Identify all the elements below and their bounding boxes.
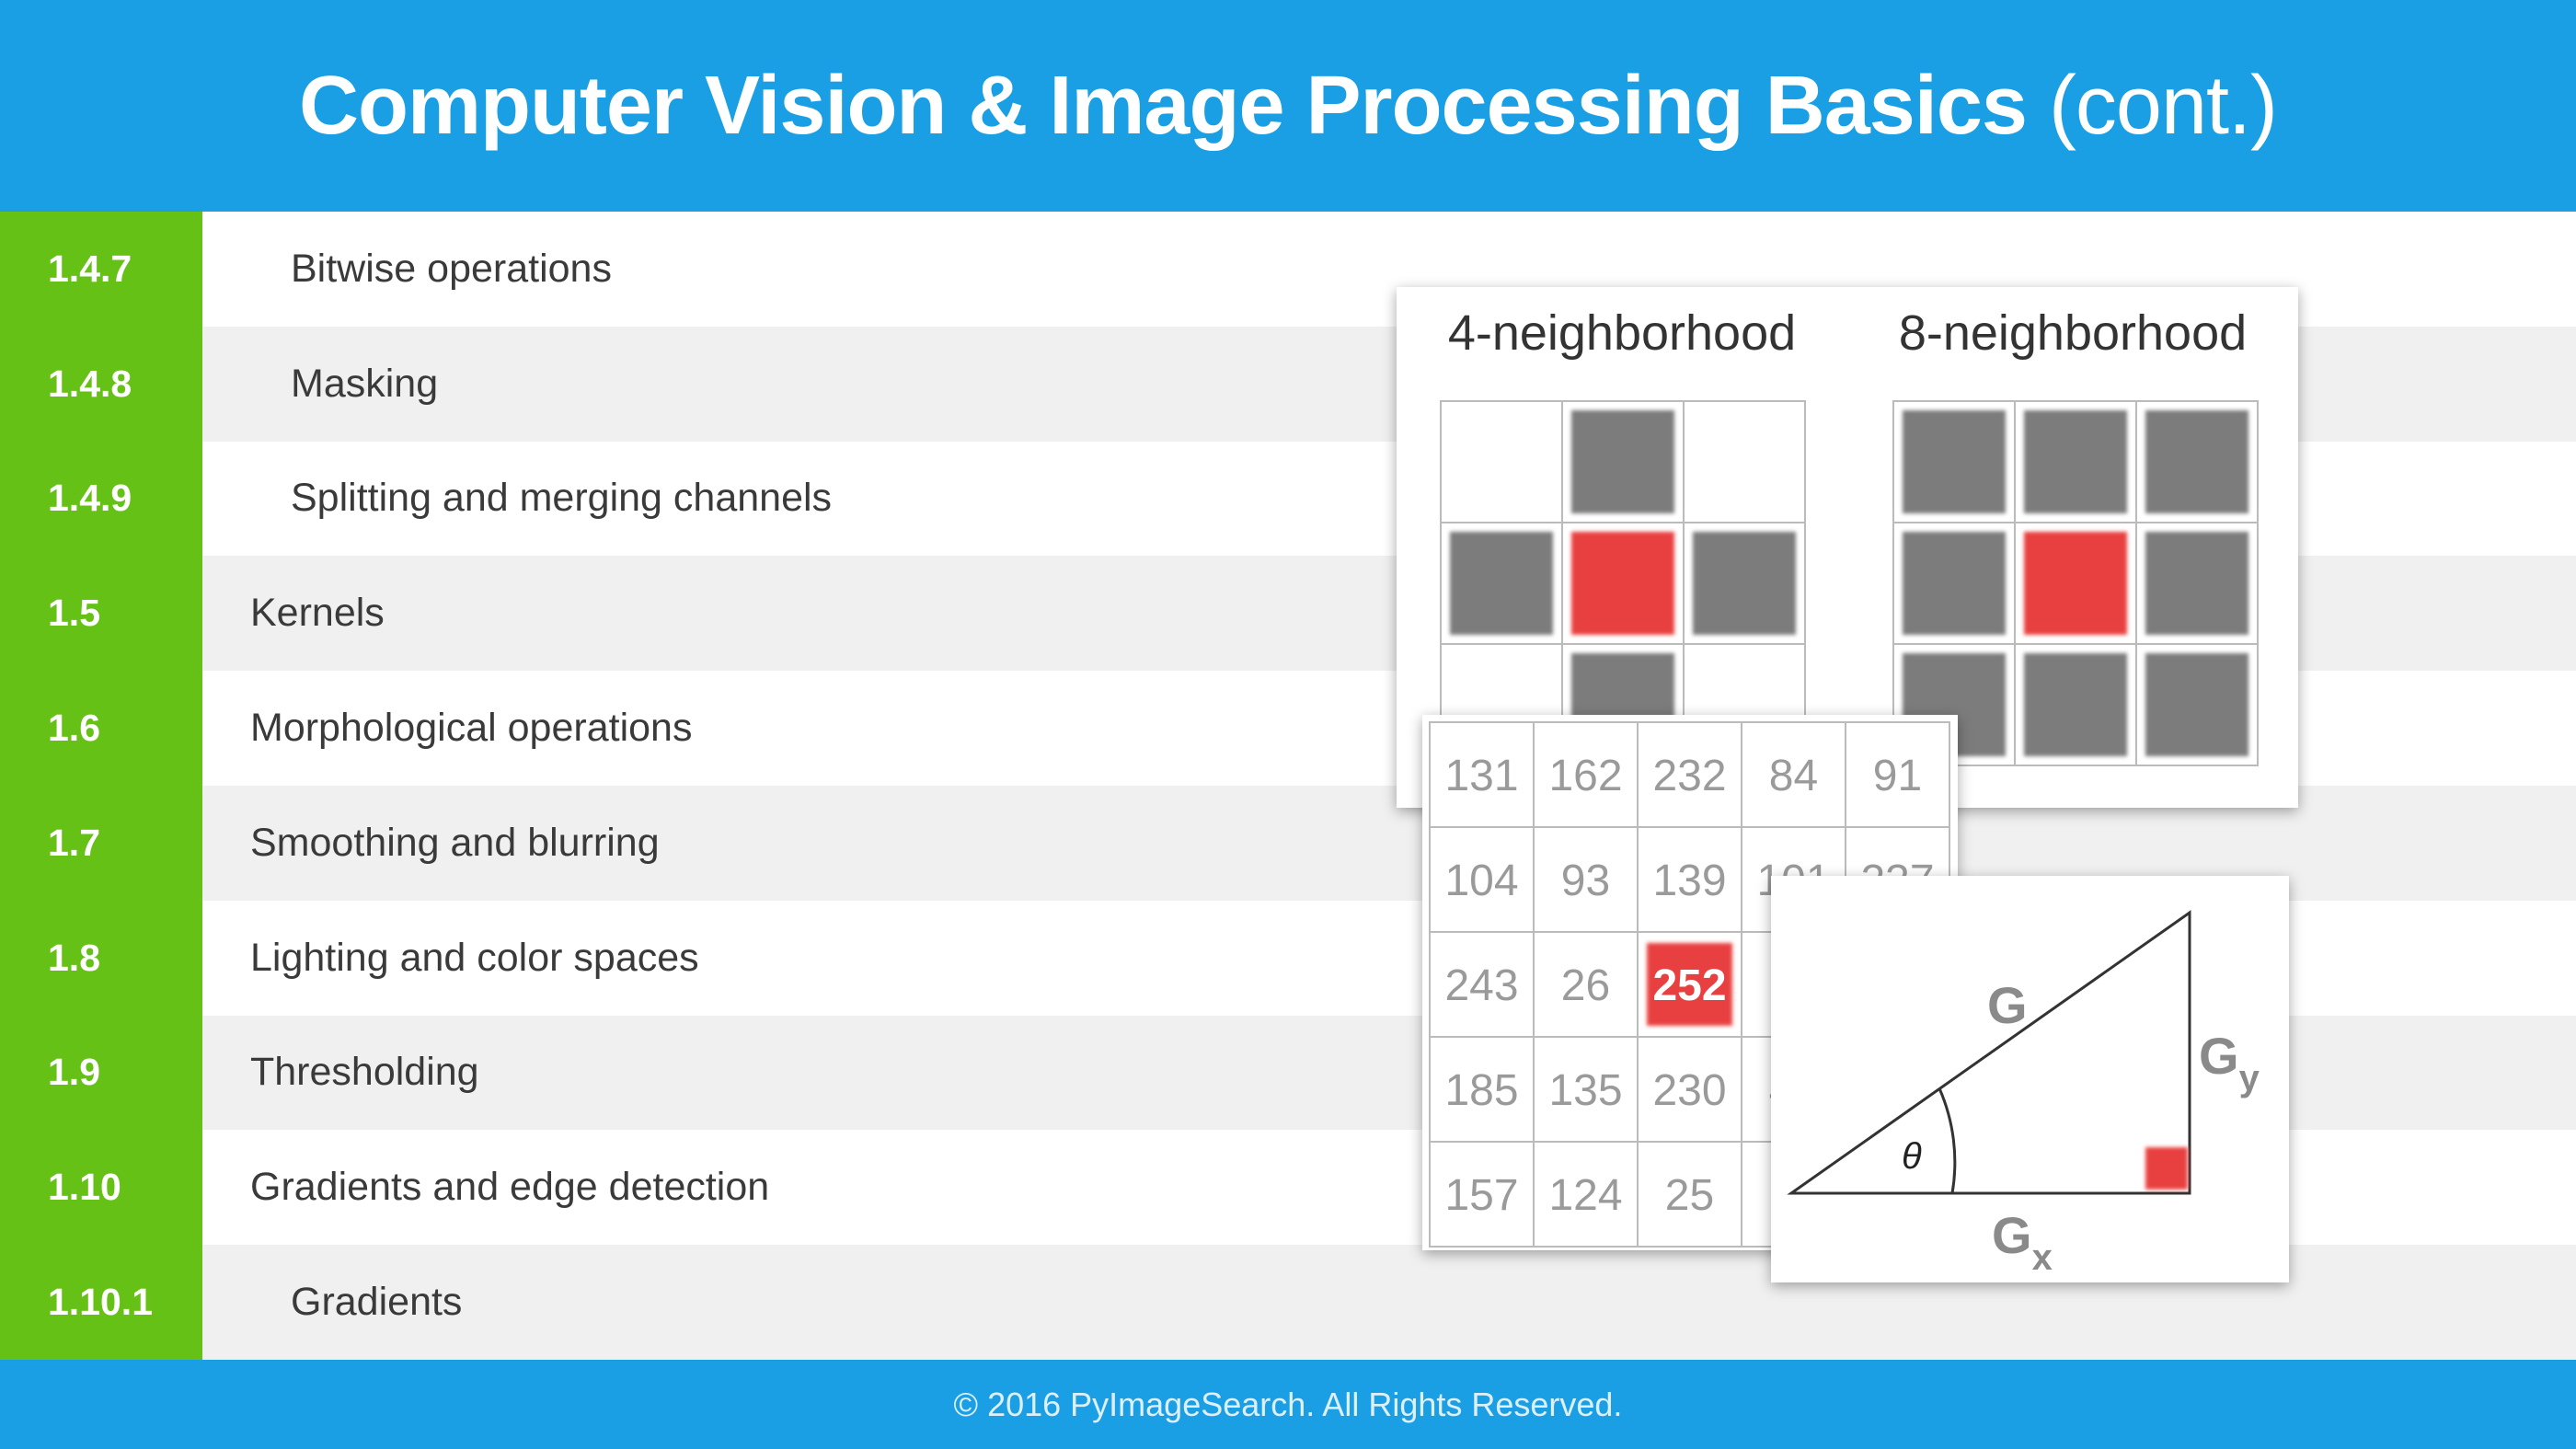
grid-cell bbox=[1440, 400, 1563, 523]
pixel-grid-card: 1311622328491104931391012372432625213501… bbox=[1422, 715, 1958, 1250]
section-title: Thresholding bbox=[250, 1050, 479, 1095]
eight-neighborhood-grid bbox=[1892, 400, 2259, 766]
section-title: Morphological operations bbox=[250, 706, 693, 751]
pixel-cell bbox=[1533, 721, 1639, 828]
section-number: 1.8 bbox=[0, 900, 202, 1016]
pixel-cell bbox=[1429, 1141, 1535, 1248]
section-title: Masking bbox=[291, 361, 439, 406]
section-title: Splitting and merging channels bbox=[291, 476, 833, 521]
pixel-value: 139 bbox=[1652, 857, 1726, 905]
four-neighborhood-title: 4-neighborhood bbox=[1448, 305, 1796, 361]
neighbor-pixel bbox=[2145, 653, 2248, 756]
pixel-value: 104 bbox=[1444, 857, 1518, 905]
gradient-triangle bbox=[1787, 910, 2191, 1195]
copyright-text: © 2016 PyImageSearch. All Rights Reserve… bbox=[953, 1385, 1623, 1423]
pixel-cell bbox=[1637, 721, 1742, 828]
pixel-value: 135 bbox=[1548, 1066, 1622, 1115]
section-title: Lighting and color spaces bbox=[250, 935, 699, 980]
pixel-value: 93 bbox=[1561, 857, 1610, 905]
right-angle-marker bbox=[2145, 1147, 2188, 1190]
pixel-value: 124 bbox=[1548, 1171, 1622, 1220]
slide-title: Computer Vision & Image Processing Basic… bbox=[298, 59, 2028, 152]
section-number: 1.7 bbox=[0, 786, 202, 901]
section-number: 1.9 bbox=[0, 1015, 202, 1131]
section-number: 1.5 bbox=[0, 556, 202, 672]
grid-cell bbox=[1683, 400, 1806, 523]
neighbor-pixel bbox=[2145, 532, 2248, 635]
neighbor-pixel bbox=[1571, 410, 1674, 513]
section-title: Gradients bbox=[291, 1280, 463, 1325]
neighbor-pixel bbox=[1903, 410, 2006, 513]
center-pixel bbox=[1571, 532, 1674, 635]
center-pixel bbox=[2024, 532, 2127, 635]
neighborhood-diagram: 4-neighborhood 8-neighborhood bbox=[1440, 305, 2259, 766]
pixel-cell bbox=[1429, 826, 1535, 933]
pixel-value: 91 bbox=[1873, 752, 1922, 800]
section-title: Gradients and edge detection bbox=[250, 1165, 770, 1210]
gy-label: Gy bbox=[2199, 1027, 2260, 1098]
g-label: G bbox=[1987, 976, 2028, 1034]
pixel-cell bbox=[1429, 1036, 1535, 1143]
pixel-value: 243 bbox=[1444, 961, 1518, 1010]
theta-arc bbox=[1938, 1087, 1957, 1194]
pixel-value: 252 bbox=[1652, 961, 1726, 1010]
neighbor-pixel bbox=[2024, 410, 2127, 513]
pixel-cell bbox=[1845, 721, 1950, 828]
pixel-value: 185 bbox=[1444, 1066, 1518, 1115]
pixel-value: 131 bbox=[1444, 752, 1518, 800]
pixel-value: 26 bbox=[1561, 961, 1610, 1010]
neighbor-pixel bbox=[2145, 410, 2248, 513]
neighbor-pixel bbox=[2024, 653, 2127, 756]
neighborhood-card: 4-neighborhood 8-neighborhood bbox=[1397, 287, 2298, 808]
gradient-triangle-diagram: θ G Gy Gx bbox=[1787, 910, 2260, 1278]
section-number: 1.4.7 bbox=[0, 212, 202, 327]
pixel-value: 232 bbox=[1652, 752, 1726, 800]
gradient-triangle-card: θ G Gy Gx bbox=[1771, 876, 2289, 1282]
pixel-value: 157 bbox=[1444, 1171, 1518, 1220]
pixel-value: 84 bbox=[1769, 752, 1818, 800]
pixel-value: 162 bbox=[1548, 752, 1622, 800]
slide-title-suffix: (cont.) bbox=[2048, 59, 2278, 152]
section-number: 1.6 bbox=[0, 671, 202, 786]
neighbor-pixel bbox=[1693, 532, 1796, 635]
four-neighborhood-grid bbox=[1440, 400, 1806, 766]
pixel-cell bbox=[1637, 1141, 1742, 1248]
footer: © 2016 PyImageSearch. All Rights Reserve… bbox=[0, 1360, 2576, 1449]
section-number: 1.4.8 bbox=[0, 326, 202, 442]
pixel-cell bbox=[1429, 931, 1535, 1038]
gx-label: Gx bbox=[1992, 1206, 2053, 1278]
section-number: 1.10 bbox=[0, 1130, 202, 1246]
eight-neighborhood-title: 8-neighborhood bbox=[1899, 305, 2247, 361]
slide-header: Computer Vision & Image Processing Basic… bbox=[0, 0, 2576, 212]
section-number: 1.4.9 bbox=[0, 441, 202, 557]
pixel-cell bbox=[1533, 931, 1639, 1038]
pixel-value: 230 bbox=[1652, 1066, 1726, 1115]
neighbor-pixel bbox=[1903, 532, 2006, 635]
highlighted-pixel bbox=[1647, 943, 1732, 1026]
pixel-value: 25 bbox=[1665, 1171, 1714, 1220]
section-title: Smoothing and blurring bbox=[250, 820, 660, 865]
pixel-cell bbox=[1533, 1141, 1639, 1248]
section-title: Kernels bbox=[250, 591, 385, 636]
section-number: 1.10.1 bbox=[0, 1245, 202, 1360]
toc-row: 1.4.7 Bitwise operations bbox=[0, 212, 2576, 327]
section-title: Bitwise operations bbox=[291, 246, 612, 291]
theta-label: θ bbox=[1902, 1136, 1922, 1177]
neighbor-pixel bbox=[1450, 532, 1553, 635]
